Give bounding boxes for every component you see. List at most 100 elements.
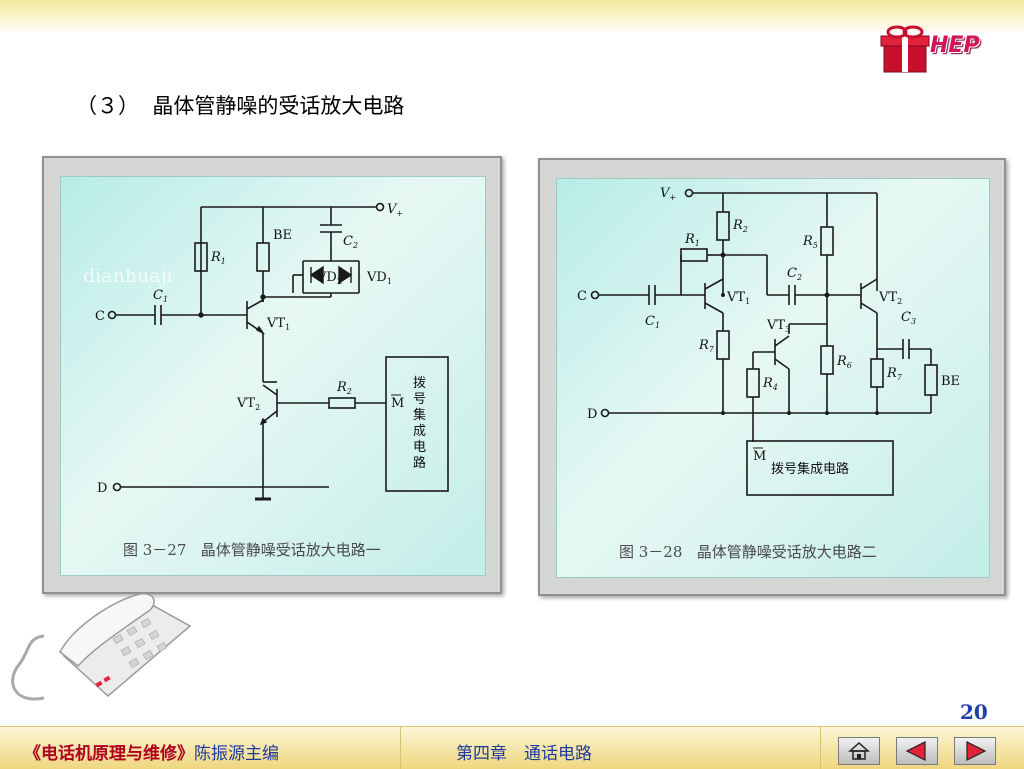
- svg-text:R1: R1: [210, 250, 226, 266]
- svg-text:C2: C2: [343, 234, 358, 250]
- fig1-vplus-sub: +: [396, 209, 403, 218]
- svg-text:C2: C2: [787, 266, 802, 282]
- fig2-r7b-sub: 7: [897, 373, 903, 382]
- circuit-schematic-2: V+ R2 R1 R5 C2 C C1 VT1 VT2 VT3 C3 R7 R6…: [577, 186, 960, 496]
- fig1-c1-label: C: [153, 288, 163, 303]
- svg-text:R1: R1: [684, 232, 700, 248]
- fig1-vt2-label: VT: [236, 396, 255, 411]
- fig2-vt2-sub: 2: [897, 297, 902, 306]
- fig2-be-label: BE: [941, 374, 960, 389]
- fig2-r6-label: R: [836, 354, 847, 369]
- fig1-m-bar-label: M: [391, 396, 404, 411]
- telephone-image: [11, 593, 192, 701]
- slide-heading: （３） 晶体管静噪的受话放大电路: [76, 94, 405, 118]
- fig1-dial-ic-char: 电: [413, 440, 426, 455]
- fig1-r2-label: R: [336, 380, 347, 395]
- home-icon: [848, 741, 870, 760]
- fig2-m-bar-label: M: [753, 449, 766, 464]
- figure-panel-1: dianhuaji: [42, 156, 502, 594]
- fig1-dial-ic-char: 路: [413, 455, 426, 471]
- fig2-r2-label: R: [732, 218, 743, 233]
- fig1-vt2-sub: 2: [255, 403, 260, 412]
- fig2-vt1-sub: 1: [745, 297, 750, 306]
- page-number: 20: [960, 700, 988, 724]
- svg-text:R6: R6: [836, 354, 852, 370]
- fig2-c-terminal-label: C: [577, 289, 587, 304]
- hep-logo: HEP: [878, 24, 1006, 80]
- fig2-r1-sub: 1: [695, 239, 700, 248]
- svg-text:VT1: VT1: [266, 316, 290, 332]
- top-band: [0, 0, 1024, 34]
- svg-text:VT2: VT2: [236, 396, 260, 412]
- fig1-vplus-label: V: [387, 202, 398, 217]
- figure-caption-2: 图 3－28 晶体管静噪受话放大电路二: [619, 543, 877, 561]
- fig2-r7b-label: R: [886, 366, 897, 381]
- svg-text:VD1: VD1: [366, 270, 392, 286]
- footer-book-info: 《电话机原理与维修》陈振源主编: [24, 739, 279, 764]
- svg-text:VT2: VT2: [878, 290, 902, 306]
- circuit-diagram-2: V+ R2 R1 R5 C2 C C1 VT1 VT2 VT3 C3 R7 R6…: [556, 178, 990, 578]
- fig1-dial-ic-char: 集: [413, 407, 426, 423]
- svg-text:R7: R7: [886, 366, 903, 382]
- svg-text:C1: C1: [645, 314, 660, 330]
- fig1-vd2-sub: 2: [337, 277, 342, 286]
- fig2-c2-label: C: [787, 266, 797, 281]
- fig1-c2-sub: 2: [352, 241, 358, 250]
- logo-text: HEP: [930, 33, 980, 58]
- fig1-vd1-label: VD: [366, 270, 387, 285]
- svg-text:C1: C1: [153, 288, 168, 304]
- svg-text:R7: R7: [698, 338, 715, 354]
- figure-panel-2: V+ R2 R1 R5 C2 C C1 VT1 VT2 VT3 C3 R7 R6…: [538, 158, 1006, 596]
- fig2-c2-sub: 2: [796, 273, 802, 282]
- fig2-r5-sub: 5: [813, 241, 818, 250]
- fig2-c1-label: C: [645, 314, 655, 329]
- fig1-r1-sub: 1: [221, 257, 226, 266]
- circuit-schematic-1: V+ BE C2 R1 VD2 VD1 C1 C VT1 VT2 R2 M 拨 …: [95, 202, 449, 501]
- fig2-dial-ic-label: 拨号集成电路: [771, 461, 849, 477]
- circuit-diagram-1: dianhuaji: [60, 176, 486, 576]
- fig2-d-terminal-label: D: [587, 407, 597, 422]
- fig1-vt1-label: VT: [266, 316, 285, 331]
- fig2-r5-label: R: [802, 234, 813, 249]
- svg-text:R2: R2: [336, 380, 352, 396]
- fig2-r7a-label: R: [698, 338, 709, 353]
- footer-divider: [400, 727, 401, 769]
- fig1-c-terminal-label: C: [95, 309, 105, 324]
- fig2-r2-sub: 2: [742, 225, 748, 234]
- fig1-vd2-label: VD: [316, 270, 337, 285]
- gift-box-icon: [880, 25, 930, 73]
- fig1-c2-label: C: [343, 234, 353, 249]
- svg-text:V+: V+: [387, 202, 403, 218]
- fig2-r4-label: R: [762, 376, 773, 391]
- fig2-r7a-sub: 7: [709, 345, 715, 354]
- book-title: 《电话机原理与维修》: [24, 744, 194, 764]
- fig2-c3-label: C: [901, 310, 911, 325]
- fig2-vplus-sub: +: [669, 193, 676, 202]
- svg-text:VT1: VT1: [726, 290, 750, 306]
- fig1-dial-ic-char: 成: [413, 424, 426, 439]
- svg-text:V+: V+: [660, 186, 676, 202]
- fig1-vd1-sub: 1: [387, 277, 392, 286]
- svg-text:R5: R5: [802, 234, 818, 250]
- next-slide-button[interactable]: [954, 737, 996, 765]
- fig1-dial-ic-char: 拨: [413, 376, 426, 391]
- fig2-vplus-label: V: [660, 186, 671, 201]
- fig1-c1-sub: 1: [163, 295, 168, 304]
- fig2-c3-sub: 3: [911, 317, 916, 326]
- fig1-dial-ic-char: 号: [413, 392, 426, 407]
- book-editor: 陈振源主编: [194, 744, 279, 764]
- svg-text:VT3: VT3: [766, 318, 790, 334]
- triangle-right-icon: [966, 741, 987, 761]
- footer-chapter: 第四章 通话电路: [456, 744, 592, 764]
- fig1-be-label: BE: [273, 228, 292, 243]
- fig2-vt3-sub: 3: [785, 325, 790, 334]
- fig2-vt3-label: VT: [766, 318, 785, 333]
- triangle-left-icon: [905, 741, 926, 761]
- fig2-r1-label: R: [684, 232, 695, 247]
- home-button[interactable]: [838, 737, 880, 765]
- svg-text:R4: R4: [762, 376, 778, 392]
- fig2-r6-sub: 6: [847, 361, 852, 370]
- previous-slide-button[interactable]: [896, 737, 938, 765]
- fig2-vt1-label: VT: [726, 290, 745, 305]
- watermark: dianhuaji: [83, 265, 173, 287]
